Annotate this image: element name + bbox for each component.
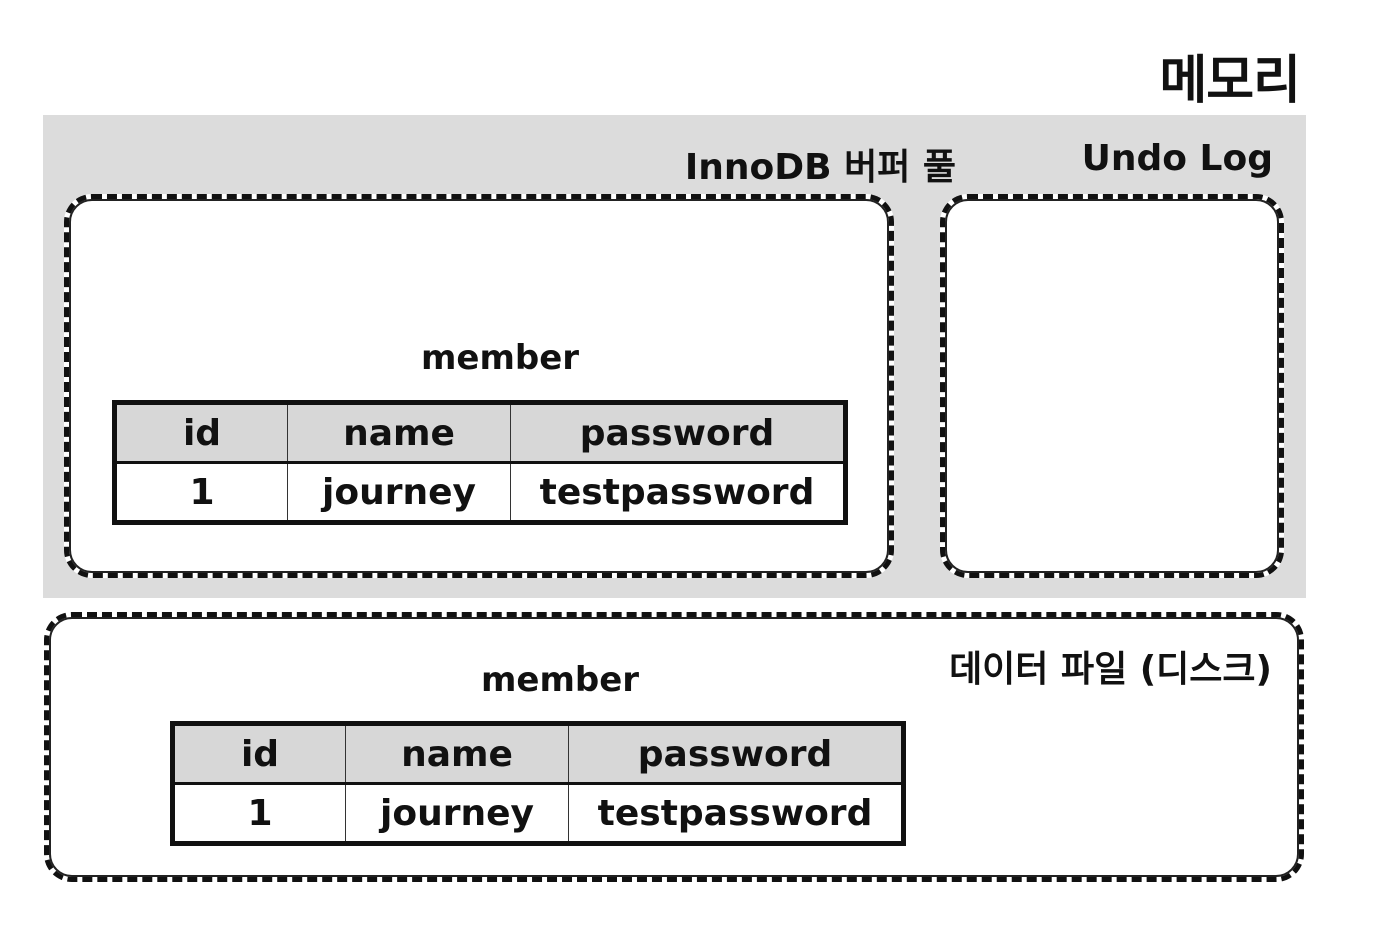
data-file-table-caption: member [480,660,640,700]
column-header-password: password [568,723,904,785]
column-header-id: id [114,402,288,464]
table-row: 1 journey testpassword [172,783,904,844]
table-header-row: id name password [172,723,904,785]
table-header-row: id name password [114,402,846,464]
data-file-member-table: id name password 1 journey testpassword [170,721,906,846]
column-header-id: id [172,723,346,785]
cell-name: journey [287,462,511,523]
cell-password: testpassword [510,462,846,523]
buffer-pool-label: InnoDB 버퍼 풀 [684,147,956,188]
cell-name: journey [345,783,569,844]
buffer-pool-table-caption: member [420,338,580,378]
column-header-password: password [510,402,846,464]
cell-password: testpassword [568,783,904,844]
undo-log-box [940,194,1284,578]
column-header-name: name [287,402,511,464]
table-row: 1 journey testpassword [114,462,846,523]
column-header-name: name [345,723,569,785]
cell-id: 1 [114,462,288,523]
data-file-label: 데이터 파일 (디스크) [949,649,1272,690]
cell-id: 1 [172,783,346,844]
undo-log-label: Undo Log [1081,138,1273,179]
buffer-pool-member-table: id name password 1 journey testpassword [112,400,848,525]
memory-title: 메모리 [1159,51,1301,111]
